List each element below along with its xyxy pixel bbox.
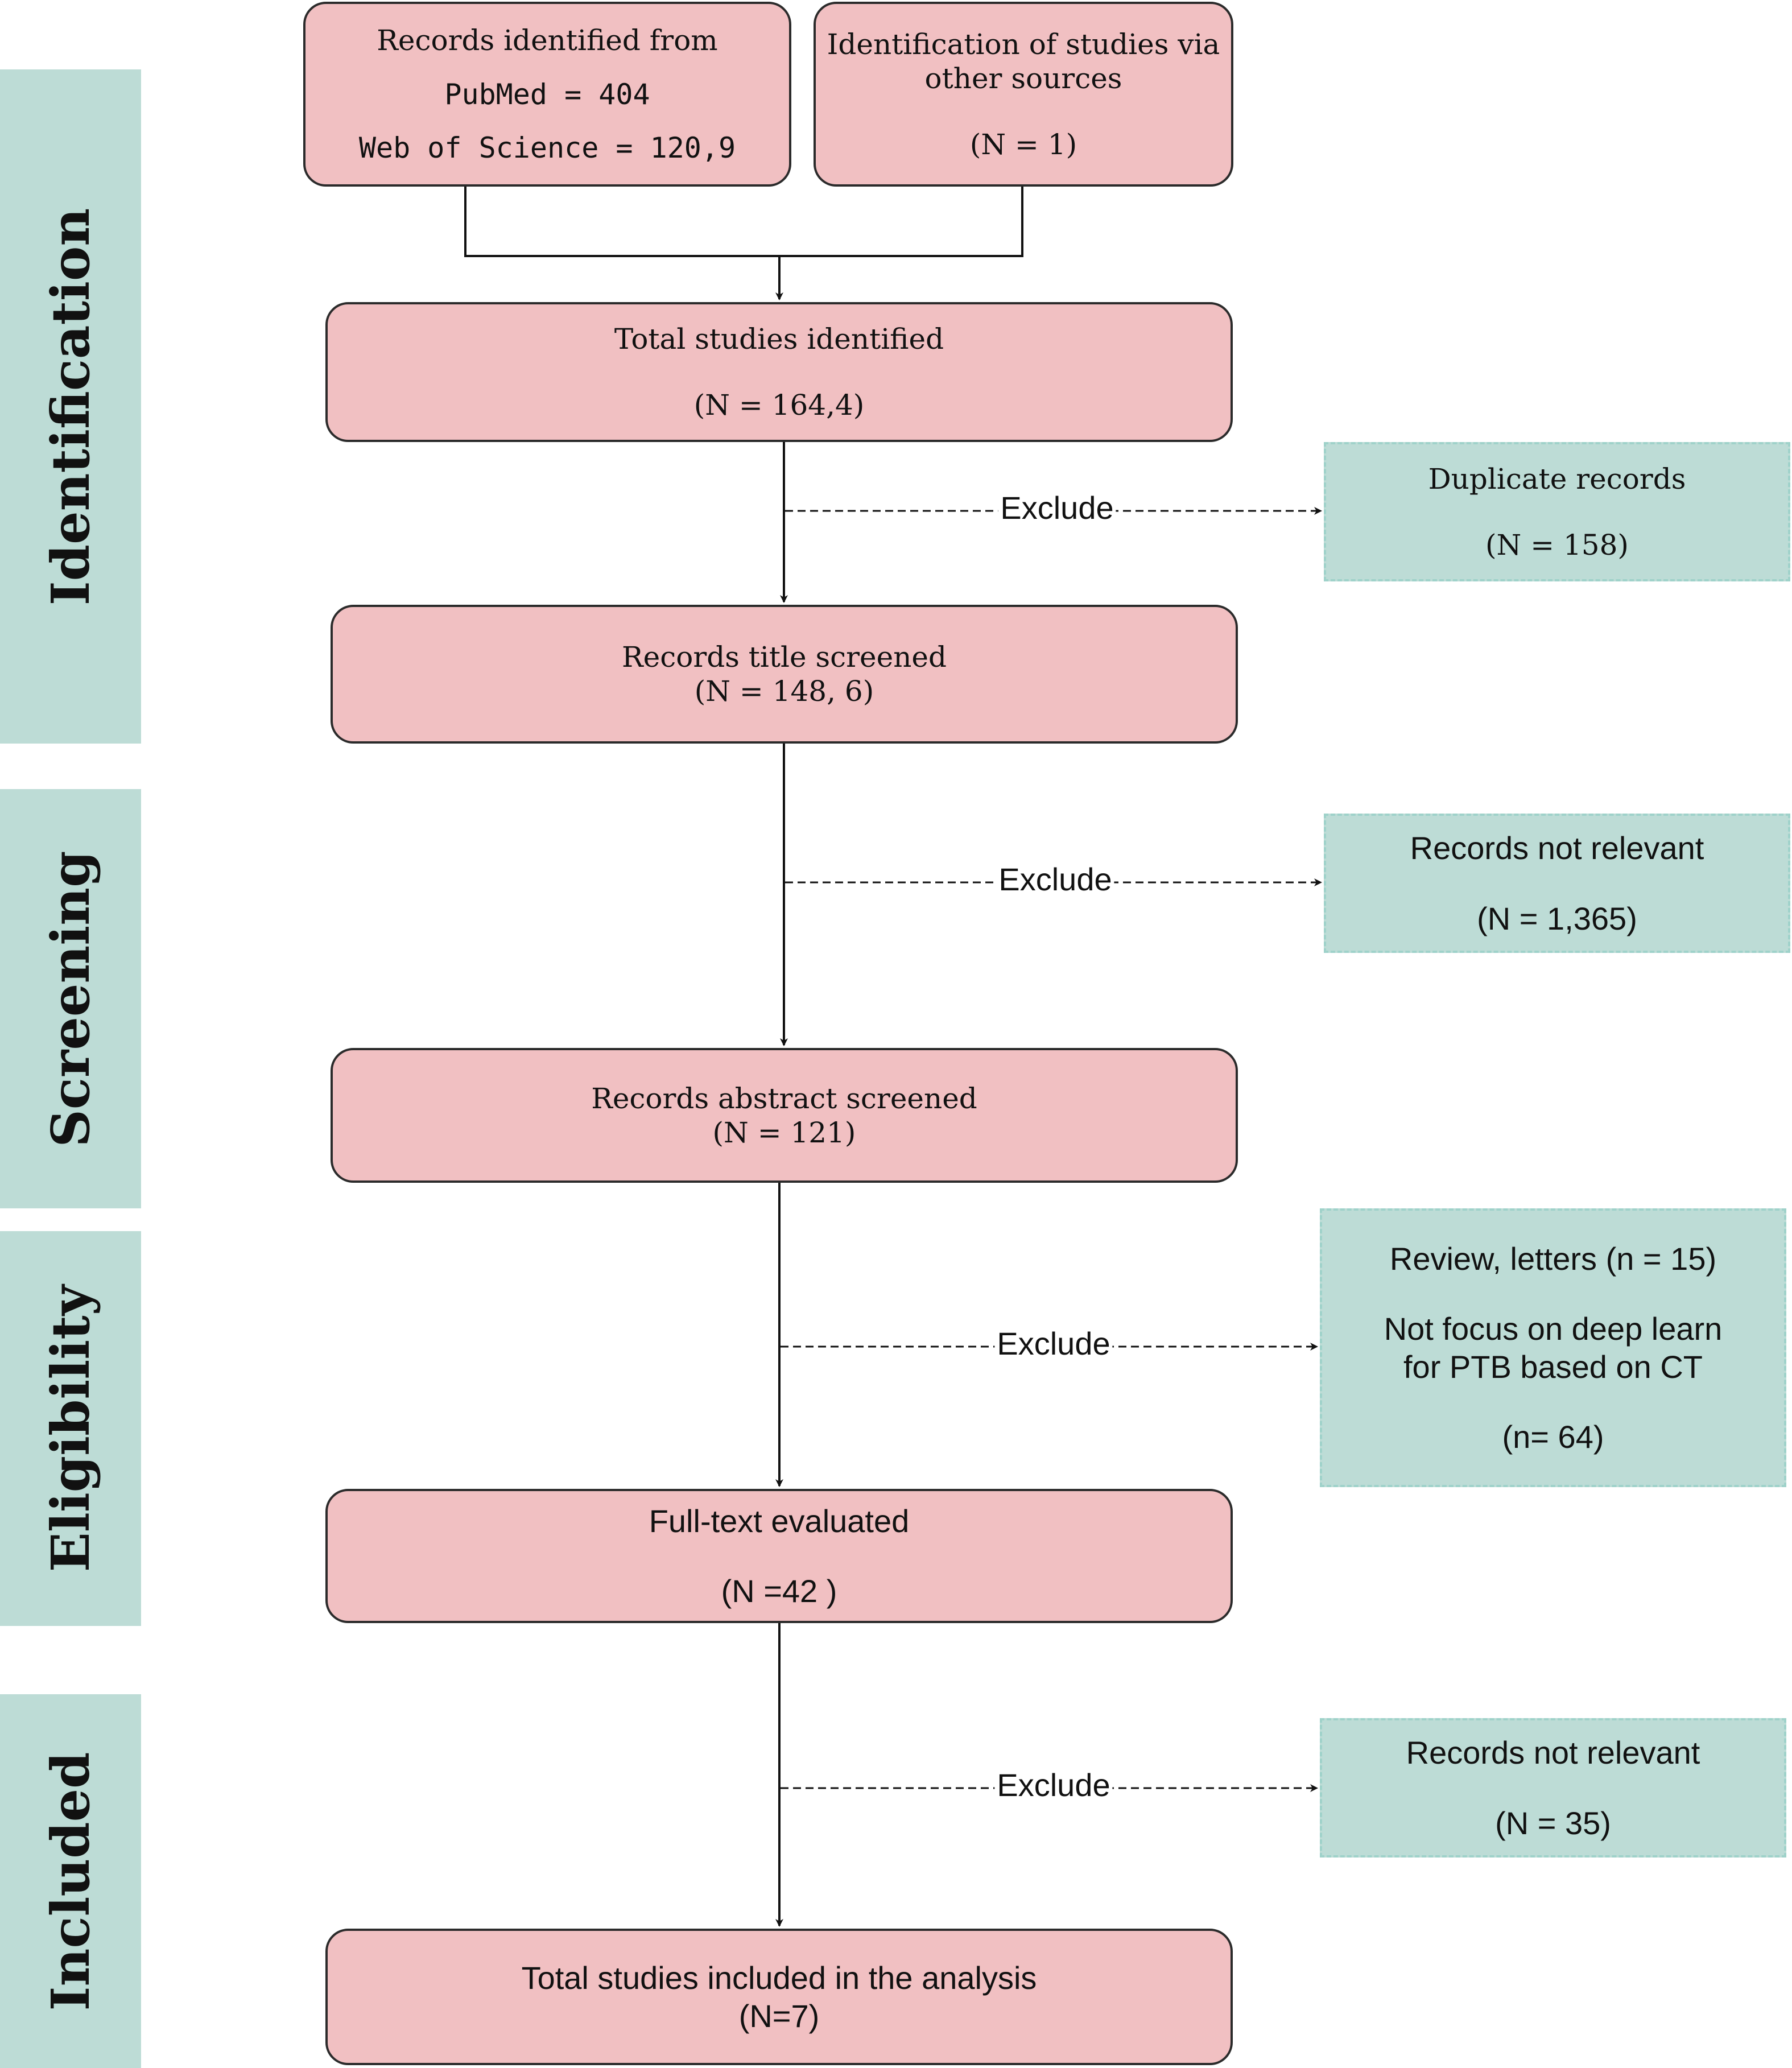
other-sources-title-2: other sources	[924, 61, 1122, 95]
exclude-label-2: Exclude	[996, 864, 1114, 895]
eligibility-count: (n= 64)	[1502, 1419, 1604, 1455]
eligibility-reason-2a: Not focus on deep learn	[1384, 1310, 1723, 1347]
records-identified-wos: Web of Science = 120,9	[358, 131, 736, 164]
stage-included: Included	[0, 1694, 141, 2068]
not-relevant-1-count: (N = 1,365)	[1477, 900, 1637, 936]
exclude-label-1: Exclude	[998, 492, 1116, 524]
box-full-text: Full-text evaluated (N =42 )	[325, 1489, 1233, 1623]
total-identified-title: Total studies identified	[614, 323, 944, 356]
abstract-screened-title: Records abstract screened	[591, 1082, 977, 1115]
records-identified-pubmed: PubMed = 404	[444, 77, 650, 111]
full-text-title: Full-text evaluated	[649, 1503, 910, 1539]
exclude-label-3: Exclude	[994, 1328, 1113, 1360]
duplicates-title: Duplicate records	[1428, 462, 1686, 496]
eligibility-reason-1: Review, letters (n = 15)	[1389, 1240, 1717, 1277]
merge-line	[464, 187, 1023, 257]
records-identified-title: Records identified from	[377, 24, 718, 57]
stage-identification: Identification	[0, 69, 141, 744]
full-text-count: (N =42 )	[721, 1573, 837, 1609]
included-title: Total studies included in the analysis	[521, 1959, 1037, 1996]
included-count: (N=7)	[738, 1998, 820, 2034]
not-relevant-2-count: (N = 35)	[1495, 1805, 1611, 1841]
abstract-screened-count: (N = 121)	[712, 1116, 856, 1149]
box-abstract-screened: Records abstract screened (N = 121)	[331, 1048, 1238, 1183]
title-screened-title: Records title screened	[622, 641, 947, 674]
box-duplicate-records: Duplicate records (N = 158)	[1324, 442, 1790, 581]
not-relevant-2-title: Records not relevant	[1406, 1735, 1700, 1771]
exclude-label-4: Exclude	[994, 1769, 1113, 1801]
box-not-relevant-1: Records not relevant (N = 1,365)	[1324, 814, 1790, 953]
box-other-sources: Identification of studies via other sour…	[814, 2, 1233, 187]
other-sources-title-1: Identification of studies via	[827, 27, 1220, 61]
box-included: Total studies included in the analysis (…	[325, 1929, 1233, 2065]
box-eligibility-exclusions: Review, letters (n = 15) Not focus on de…	[1320, 1208, 1786, 1487]
stage-eligibility: Eligibility	[0, 1231, 141, 1626]
duplicates-count: (N = 158)	[1485, 528, 1629, 562]
eligibility-reason-2b: for PTB based on CT	[1403, 1349, 1703, 1385]
not-relevant-1-title: Records not relevant	[1410, 830, 1704, 866]
total-identified-count: (N = 164,4)	[693, 389, 865, 422]
other-sources-count: (N = 1)	[969, 127, 1077, 161]
box-records-identified: Records identified from PubMed = 404 Web…	[303, 2, 791, 187]
stage-screening: Screening	[0, 789, 141, 1208]
title-screened-count: (N = 148, 6)	[694, 675, 874, 708]
box-title-screened: Records title screened (N = 148, 6)	[331, 605, 1238, 744]
box-not-relevant-2: Records not relevant (N = 35)	[1320, 1718, 1786, 1858]
box-total-identified: Total studies identified (N = 164,4)	[325, 302, 1233, 442]
